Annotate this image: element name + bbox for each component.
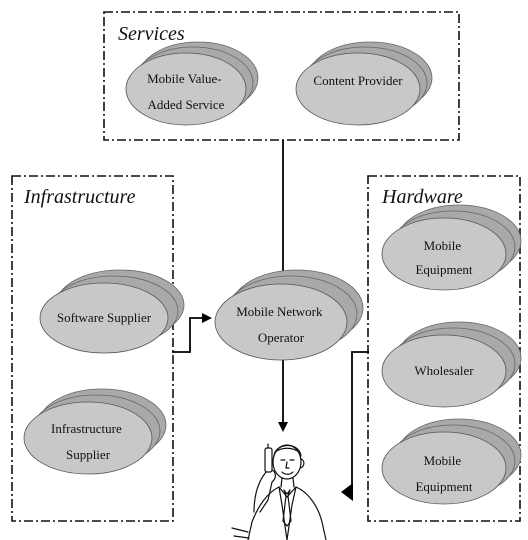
hardware-frame	[367, 175, 521, 522]
software-supplier-label: Software Supplier	[57, 310, 152, 325]
infrastructure-to-operator-arrow	[172, 313, 212, 353]
node-wholesaler: Wholesaler	[381, 321, 522, 408]
infrastructure-frame	[11, 175, 174, 522]
node-mobile-vas: Mobile Value- Added Service	[125, 41, 259, 126]
node-mobile-equipment-top: Mobile Equipment	[381, 204, 522, 291]
services-title: Services	[118, 23, 185, 45]
mobile-equipment-bottom-label: Mobile Equipment	[415, 453, 472, 494]
hardware-to-user-line	[351, 351, 369, 492]
infrastructure-supplier-label: Infrastructure Supplier	[51, 421, 125, 462]
connectors	[172, 140, 369, 501]
node-infrastructure-supplier: Infrastructure Supplier	[23, 388, 167, 475]
infrastructure-title: Infrastructure	[23, 186, 136, 208]
hardware-title: Hardware	[381, 186, 463, 208]
hardware-to-user-arrowhead	[341, 483, 353, 501]
mobile-vas-label: Mobile Value- Added Service	[147, 71, 225, 112]
hardware-group: Hardware	[367, 175, 521, 522]
services-frame	[103, 11, 460, 141]
node-mobile-equipment-bottom: Mobile Equipment	[381, 418, 522, 505]
node-software-supplier: Software Supplier	[39, 269, 185, 354]
wholesaler-label: Wholesaler	[414, 363, 474, 378]
node-content-provider: Content Provider	[295, 41, 433, 126]
operator-label: Mobile Network Operator	[236, 304, 326, 345]
content-provider-label: Content Provider	[313, 73, 403, 88]
mobile-equipment-top-label: Mobile Equipment	[415, 238, 472, 277]
services-group: Services	[103, 11, 460, 141]
node-mobile-network-operator: Mobile Network Operator	[214, 269, 364, 361]
infrastructure-group: Infrastructure	[11, 175, 174, 522]
person-on-phone-icon	[231, 443, 327, 540]
